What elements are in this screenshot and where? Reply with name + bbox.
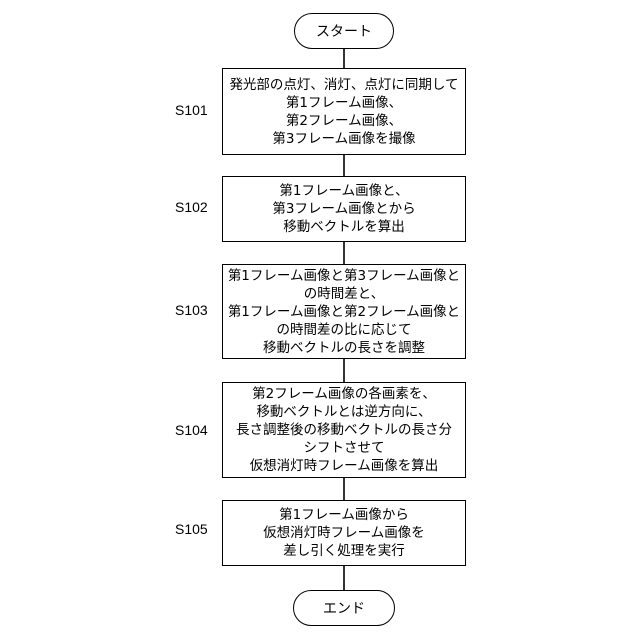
- process-box-s105: 第1フレーム画像から 仮想消灯時フレーム画像を 差し引く処理を実行: [222, 500, 466, 566]
- s101-line-2: 第1フレーム画像、: [286, 94, 402, 112]
- s102-line-1: 第1フレーム画像と、: [279, 182, 408, 200]
- start-text: スタート: [316, 21, 372, 41]
- s105-line-1: 第1フレーム画像から: [279, 506, 409, 524]
- s105-line-3: 差し引く処理を実行: [283, 542, 405, 560]
- s104-line-2: 移動ベクトルとは逆方向に、: [256, 403, 431, 421]
- process-box-s104: 第2フレーム画像の各画素を、 移動ベクトルとは逆方向に、 長さ調整後の移動ベクト…: [222, 382, 466, 478]
- s101-line-3: 第2フレーム画像、: [286, 112, 402, 130]
- start-terminal: スタート: [294, 13, 394, 49]
- process-box-s103: 第1フレーム画像と第3フレーム画像と の時間差と、 第1フレーム画像と第2フレー…: [222, 264, 466, 359]
- s102-line-2: 第3フレーム画像とから: [272, 200, 415, 218]
- s104-line-5: 仮想消灯時フレーム画像を算出: [250, 457, 439, 475]
- s101-line-1: 発光部の点灯、消灯、点灯に同期して: [229, 76, 458, 94]
- s103-line-3: 第1フレーム画像と第2フレーム画像と: [228, 303, 460, 321]
- s104-line-4: シフトさせて: [304, 439, 385, 457]
- s103-line-2: の時間差と、: [304, 285, 384, 303]
- end-text: エンド: [323, 598, 365, 618]
- s103-line-4: の時間差の比に応じて: [277, 321, 412, 339]
- s103-line-1: 第1フレーム画像と第3フレーム画像と: [228, 267, 460, 285]
- process-box-s101: 発光部の点灯、消灯、点灯に同期して 第1フレーム画像、 第2フレーム画像、 第3…: [222, 68, 466, 155]
- end-terminal: エンド: [293, 590, 395, 626]
- process-box-s102: 第1フレーム画像と、 第3フレーム画像とから 移動ベクトルを算出: [222, 176, 466, 242]
- s105-line-2: 仮想消灯時フレーム画像を: [263, 524, 425, 542]
- s104-line-1: 第2フレーム画像の各画素を、: [252, 385, 436, 403]
- s102-line-3: 移動ベクトルを算出: [283, 218, 405, 236]
- s103-line-5: 移動ベクトルの長さを調整: [263, 339, 425, 357]
- s104-line-3: 長さ調整後の移動ベクトルの長さ分: [236, 421, 452, 439]
- s101-line-4: 第3フレーム画像を撮像: [272, 130, 415, 148]
